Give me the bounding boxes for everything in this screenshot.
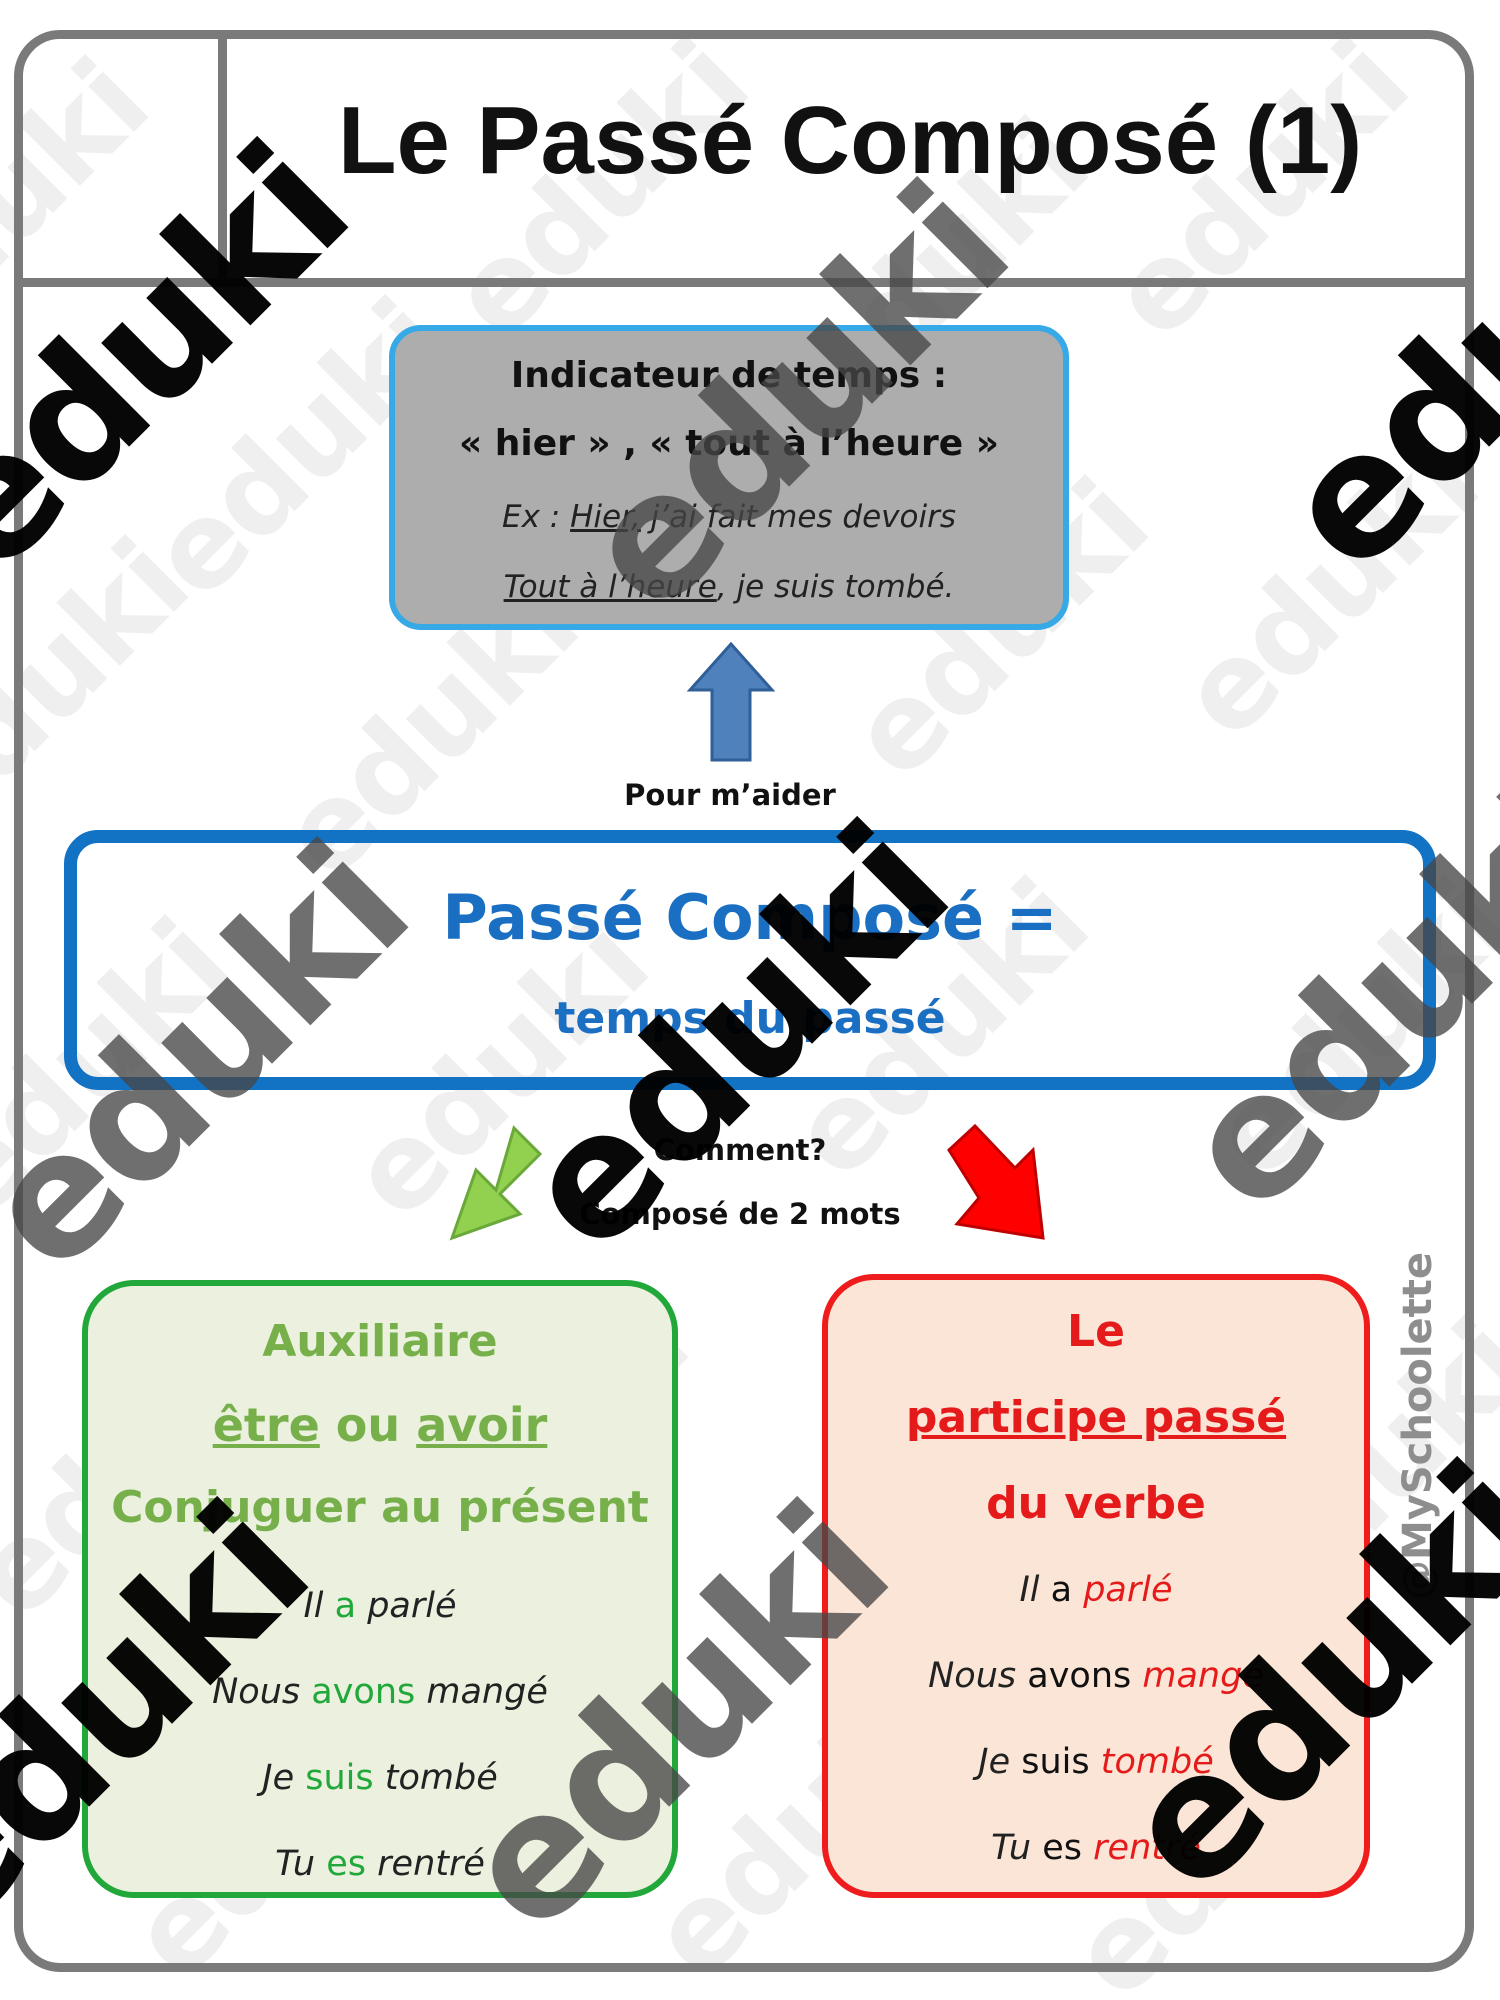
subject: Je	[262, 1758, 306, 1798]
avoir-word: avoir	[416, 1398, 548, 1452]
auxiliary-verb: avons	[311, 1672, 416, 1712]
subject: Tu	[991, 1828, 1043, 1868]
definition-box: Passé Composé = temps du passé	[64, 830, 1436, 1090]
participle: rentré	[366, 1844, 485, 1884]
auxiliary-heading: Auxiliaire	[262, 1316, 498, 1367]
example-prefix: Ex :	[501, 499, 571, 535]
participle: parlé	[356, 1586, 457, 1626]
participle-box: Le participe passé du verbe Il a parlé N…	[822, 1274, 1370, 1898]
aux-example-4: Tu es rentré	[88, 1844, 672, 1884]
red-arrow-icon	[947, 1123, 1045, 1240]
participle-heading-1: Le	[1067, 1306, 1125, 1357]
how-question: Comment?	[653, 1133, 827, 1167]
aux-example-2: Nous avons mangé	[88, 1672, 672, 1712]
auxiliary-verb: suis	[305, 1758, 374, 1798]
conjugate-instruction: Conjuguer au présent	[111, 1482, 649, 1533]
auxiliary-verb: suis	[1021, 1742, 1090, 1782]
frame-divider	[218, 30, 227, 282]
subject: Nous	[928, 1656, 1028, 1696]
example-rest: , je suis tombé.	[716, 569, 955, 605]
time-example-2: Tout à l’heure, je suis tombé.	[395, 569, 1063, 605]
time-indicator-heading: Indicateur de temps :	[510, 355, 948, 396]
pp-example-3: Je suis tombé	[828, 1742, 1364, 1782]
example-rest: j’ai fait mes devoirs	[640, 499, 956, 535]
auxiliary-verb: avons	[1027, 1656, 1132, 1696]
participle: tombé	[373, 1758, 498, 1798]
pp-example-1: Il a parlé	[828, 1570, 1364, 1610]
how-answer: Composé de 2 mots	[579, 1197, 901, 1231]
participle: rentré	[1082, 1828, 1201, 1868]
pp-example-2: Nous avons mangé	[828, 1656, 1364, 1696]
frame-divider	[14, 278, 1474, 287]
example-underlined: Tout à l’heure	[503, 569, 717, 605]
definition-subtitle: temps du passé	[554, 993, 946, 1044]
up-arrow-icon	[686, 641, 776, 762]
example-underlined: Hier,	[570, 499, 641, 535]
participle: parlé	[1072, 1570, 1173, 1610]
page-frame	[14, 30, 1474, 1972]
time-indicator-words: « hier » , « tout à l’heure »	[458, 423, 1000, 464]
aux-example-3: Je suis tombé	[88, 1758, 672, 1798]
page-title: Le Passé Composé (1)	[337, 87, 1363, 194]
participle: tombé	[1089, 1742, 1214, 1782]
definition-title: Passé Composé =	[442, 881, 1058, 954]
time-example-1: Ex : Hier, j’ai fait mes devoirs	[395, 499, 1063, 535]
participle-heading-3: du verbe	[986, 1478, 1206, 1529]
or-word: ou	[319, 1398, 417, 1452]
time-indicator-box: Indicateur de temps : « hier » , « tout …	[389, 325, 1069, 630]
subject: Il	[1019, 1570, 1051, 1610]
auxiliary-verbs: être ou avoir	[88, 1398, 672, 1452]
subject: Tu	[275, 1844, 327, 1884]
participle: mangé	[1131, 1656, 1264, 1696]
auxiliary-verb: a	[334, 1586, 357, 1626]
auxiliary-verb: es	[326, 1844, 367, 1884]
auxiliary-verb: es	[1042, 1828, 1083, 1868]
pp-example-4: Tu es rentré	[828, 1828, 1364, 1868]
participle: mangé	[415, 1672, 548, 1712]
aux-example-1: Il a parlé	[88, 1586, 672, 1626]
subject: Je	[978, 1742, 1022, 1782]
help-label: Pour m’aider	[624, 778, 836, 812]
subject: Nous	[212, 1672, 312, 1712]
auxiliary-box: Auxiliaire être ou avoir Conjuguer au pr…	[82, 1280, 678, 1898]
subject: Il	[303, 1586, 335, 1626]
etre-word: être	[212, 1398, 320, 1452]
participle-heading-2: participe passé	[905, 1392, 1287, 1443]
auxiliary-verb: a	[1050, 1570, 1073, 1610]
green-arrow-icon	[449, 1125, 543, 1241]
